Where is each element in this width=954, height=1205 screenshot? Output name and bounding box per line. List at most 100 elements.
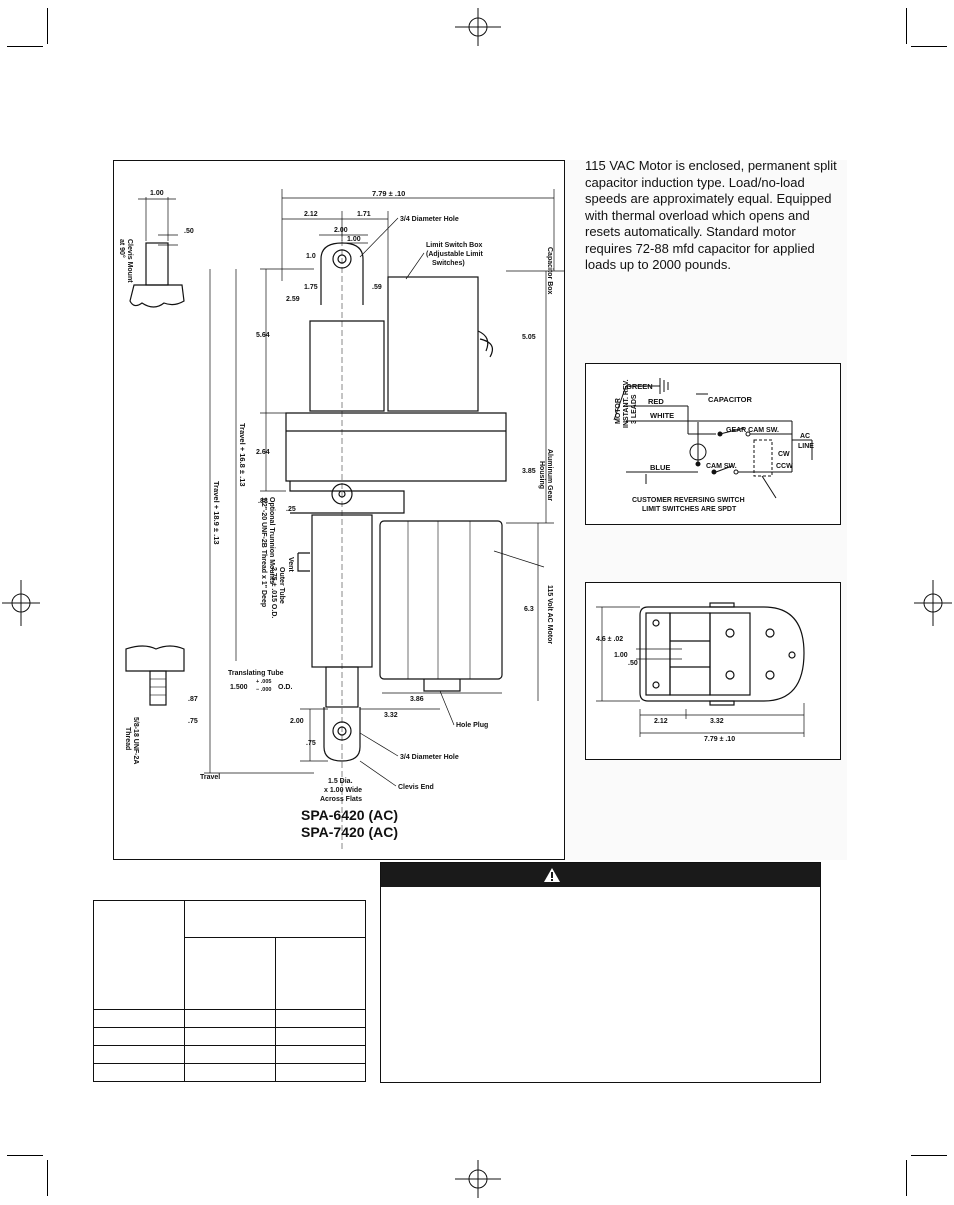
- wire-blue: BLUE: [650, 463, 670, 472]
- label-thread-size: 5/8-18 UNF-2A: [132, 717, 139, 764]
- dim-2-00-bot: 2.00: [290, 718, 304, 725]
- dim-0-88: .88: [258, 498, 268, 505]
- label-clevis-wide: x 1.00 Wide: [324, 787, 362, 794]
- actuator-drawing-panel: 1.00 .50 Clevis Mount at 90° 7.79 ± .10 …: [113, 160, 565, 860]
- crop-mark: [906, 1160, 907, 1196]
- label-limit-switch-box: Limit Switch Box: [426, 242, 483, 249]
- dim-0-50: .50: [628, 660, 638, 667]
- spec-table: [93, 900, 366, 1082]
- dim-travel-16-8: Travel + 16.8 ± .13: [238, 423, 247, 487]
- wire-red: RED: [648, 397, 664, 406]
- dim-1-75: 1.75: [304, 284, 318, 291]
- label-ac: AC: [800, 433, 810, 440]
- dim-0-75-b: .75: [306, 740, 316, 747]
- label-translating-od: O.D.: [278, 684, 292, 691]
- dim-translating-tol-minus: − .000: [256, 687, 271, 693]
- label-ccw: CCW: [776, 463, 793, 470]
- dim-7-79: 7.79 ± .10: [704, 736, 735, 743]
- dim-travel-18-9: Travel + 18.9 ± .13: [212, 481, 221, 545]
- label-line: LINE: [798, 443, 814, 450]
- clevis-mount-detail: [129, 197, 185, 308]
- model-number-7420: SPA-7420 (AC): [301, 824, 398, 840]
- crop-mark: [906, 8, 907, 44]
- dim-3-86: 3.86: [410, 696, 424, 703]
- label-capacitor: CAPACITOR: [708, 395, 752, 404]
- dim-overall-width: 7.79 ± .10: [372, 189, 405, 198]
- motor-description: 115 VAC Motor is enclosed, permanent spl…: [585, 158, 837, 272]
- dim-0-25: .25: [286, 506, 296, 513]
- table-row: [93, 1063, 366, 1082]
- label-limit-switch-box-3: Switches): [432, 260, 465, 267]
- table-row: [93, 1009, 366, 1028]
- wiring-diagram-panel: GREEN RED WHITE CAPACITOR GEAR CAM SW. A…: [585, 363, 841, 525]
- label-hole-plug: Hole Plug: [456, 722, 488, 729]
- table-cell: [275, 937, 366, 1010]
- label-clevis-mount: Clevis Mount: [126, 239, 133, 283]
- label-cw: CW: [778, 451, 790, 458]
- dim-clevis-width: 1.00: [150, 190, 164, 197]
- table-row: [93, 1045, 366, 1064]
- table-cell: [93, 1009, 185, 1028]
- table-cell: [275, 1027, 366, 1046]
- table-cell: [184, 1027, 276, 1046]
- wiring-diagram: GREEN RED WHITE CAPACITOR GEAR CAM SW. A…: [613, 378, 814, 513]
- dim-translating-tol-plus: + .005: [256, 679, 271, 685]
- label-vent: Vent: [287, 557, 294, 572]
- table-cell: [93, 900, 185, 1010]
- dim-5-05: 5.05: [522, 334, 536, 341]
- label-hole-top: 3/4 Diameter Hole: [400, 216, 459, 223]
- label-gear-housing: Aluminum Gear: [546, 449, 553, 501]
- bottom-view-panel: 4.6 ± .02 1.00 .50 2.12 3.32 7.79 ± .10: [585, 582, 841, 760]
- dim-2-64: 2.64: [256, 449, 270, 456]
- registration-mark-bottom: [455, 1160, 501, 1198]
- table-cell: [184, 1045, 276, 1064]
- dim-0-75-a: .75: [188, 718, 198, 725]
- dim-0-87: .87: [188, 696, 198, 703]
- label-limit-switch-box-2: (Adjustable Limit: [426, 251, 483, 258]
- label-outer-tube: Outer Tube: [278, 567, 285, 604]
- table-cell: [184, 900, 366, 938]
- label-limit-switches-spdt: LIMIT SWITCHES ARE SPDT: [642, 506, 737, 513]
- table-cell: [275, 1009, 366, 1028]
- dim-1-0: 1.0: [306, 253, 316, 260]
- warning-box: [380, 862, 821, 1083]
- dim-6-3: 6.3: [524, 606, 534, 613]
- label-thread: Thread: [124, 727, 131, 750]
- label-trunnion-thread: 1/2"-20 UNF-2B Thread x 1" Deep: [260, 497, 267, 607]
- dim-2-00-top: 2.00: [334, 227, 348, 234]
- crop-mark: [7, 46, 43, 47]
- dim-2-59: 2.59: [286, 296, 300, 303]
- label-cam-switch: CAM SW.: [706, 463, 737, 470]
- dim-3-85: 3.85: [522, 468, 536, 475]
- crop-mark: [47, 1160, 48, 1196]
- label-trunnion: Optional Trunnion Mounts: [268, 497, 275, 584]
- table-cell: [275, 1045, 366, 1064]
- label-motor-leads: 3 LEADS: [631, 394, 638, 424]
- dim-3-32: 3.32: [384, 712, 398, 719]
- crop-mark: [911, 1155, 947, 1156]
- dim-3-32: 3.32: [710, 718, 724, 725]
- dim-clevis-half: .50: [184, 228, 194, 235]
- label-clevis-flats: Across Flats: [320, 796, 362, 803]
- warning-icon: [544, 868, 560, 882]
- crop-mark: [911, 46, 947, 47]
- registration-mark-top: [455, 8, 501, 46]
- registration-mark-right: [914, 580, 952, 626]
- warning-header: [381, 863, 820, 887]
- label-gear-housing-2: Housing: [538, 461, 545, 489]
- dim-1-00-top: 1.00: [347, 236, 361, 243]
- dim-4-6: 4.6 ± .02: [596, 636, 623, 643]
- dim-2-12: 2.12: [304, 211, 318, 218]
- label-motor: MOTOR: [615, 398, 622, 424]
- crop-mark: [7, 1155, 43, 1156]
- table-cell: [275, 1063, 366, 1082]
- wire-white: WHITE: [650, 411, 674, 420]
- actuator-drawing: 1.00 .50 Clevis Mount at 90° 7.79 ± .10 …: [118, 189, 564, 851]
- label-gear-cam-switch: GEAR CAM SW.: [726, 427, 779, 434]
- table-cell: [93, 1045, 185, 1064]
- label-clevis-mount-2: at 90°: [118, 239, 126, 258]
- crop-mark: [47, 8, 48, 44]
- table-cell: [184, 1063, 276, 1082]
- model-numbers: SPA-6420 (AC) SPA-7420 (AC): [301, 807, 398, 841]
- dim-1-71: 1.71: [357, 211, 371, 218]
